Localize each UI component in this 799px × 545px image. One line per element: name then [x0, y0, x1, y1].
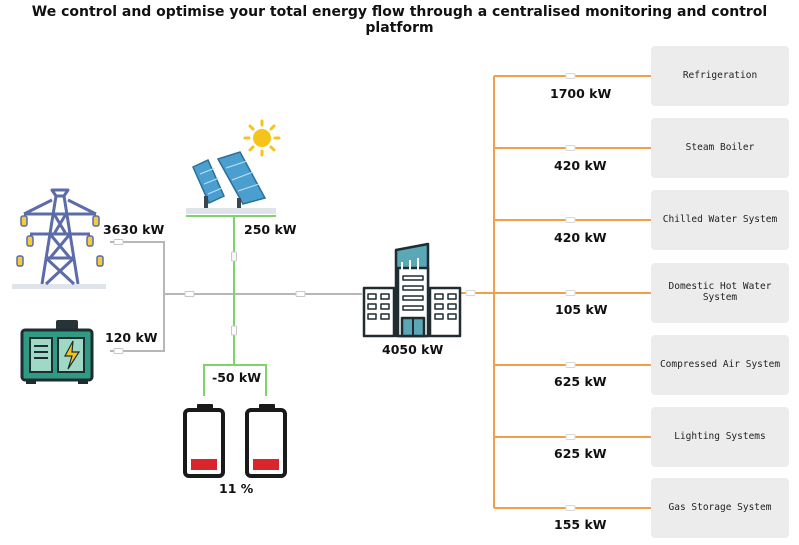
load-power-label: 420 kW: [554, 230, 607, 245]
load-name: Gas Storage System: [668, 501, 772, 513]
load-power-label: 105 kW: [555, 302, 608, 317]
load-box-chilled-water-system[interactable]: Chilled Water System: [651, 190, 789, 250]
generator-icon: [20, 320, 94, 384]
building-icon: [362, 242, 462, 338]
load-power-label: 625 kW: [554, 446, 607, 461]
battery-charge-label: 11 %: [219, 481, 254, 496]
load-flow-markers: [465, 73, 576, 511]
load-box-steam-boiler[interactable]: Steam Boiler: [651, 118, 789, 178]
load-power-label: 155 kW: [554, 517, 607, 532]
load-name: Compressed Air System: [659, 358, 781, 370]
load-name: Lighting Systems: [674, 430, 766, 442]
solar-power-label: 250 kW: [244, 222, 297, 237]
battery-charge-fill: [253, 459, 279, 470]
load-name: Steam Boiler: [685, 141, 755, 153]
load-box-gas-storage-system[interactable]: Gas Storage System: [651, 478, 789, 538]
load-box-lighting-systems[interactable]: Lighting Systems: [651, 407, 789, 467]
generator-power-label: 120 kW: [105, 330, 158, 345]
grid-flow-lines: [110, 241, 362, 352]
solar-flow-markers: [231, 251, 237, 336]
battery-icon: [245, 404, 287, 478]
load-power-label: 625 kW: [554, 374, 607, 389]
load-power-label: 1700 kW: [550, 86, 612, 101]
page-title: We control and optimise your total energ…: [31, 4, 768, 36]
transmission-tower-icon: [12, 188, 106, 289]
grid-power-label: 3630 kW: [103, 222, 165, 237]
load-name: Domestic Hot Water System: [668, 281, 772, 303]
solar-panel-icon: [186, 151, 276, 214]
load-box-compressed-air-system[interactable]: Compressed Air System: [651, 335, 789, 395]
solar-flow-lines: [186, 215, 276, 396]
battery-power-label: -50 kW: [212, 370, 262, 385]
grid-flow-markers: [113, 239, 306, 354]
load-flow-lines: [460, 75, 651, 509]
sun-icon: [243, 119, 281, 157]
load-box-refrigeration[interactable]: Refrigeration: [651, 46, 789, 106]
building-power-label: 4050 kW: [382, 342, 444, 357]
load-name: Chilled Water System: [662, 213, 778, 225]
insulators: [16, 215, 104, 267]
load-box-domestic-hot-water-system[interactable]: Domestic Hot Water System: [651, 263, 789, 323]
battery-charge-fill: [191, 459, 217, 470]
load-name: Refrigeration: [682, 69, 758, 81]
load-power-label: 420 kW: [554, 158, 607, 173]
battery-icon: [183, 404, 225, 478]
